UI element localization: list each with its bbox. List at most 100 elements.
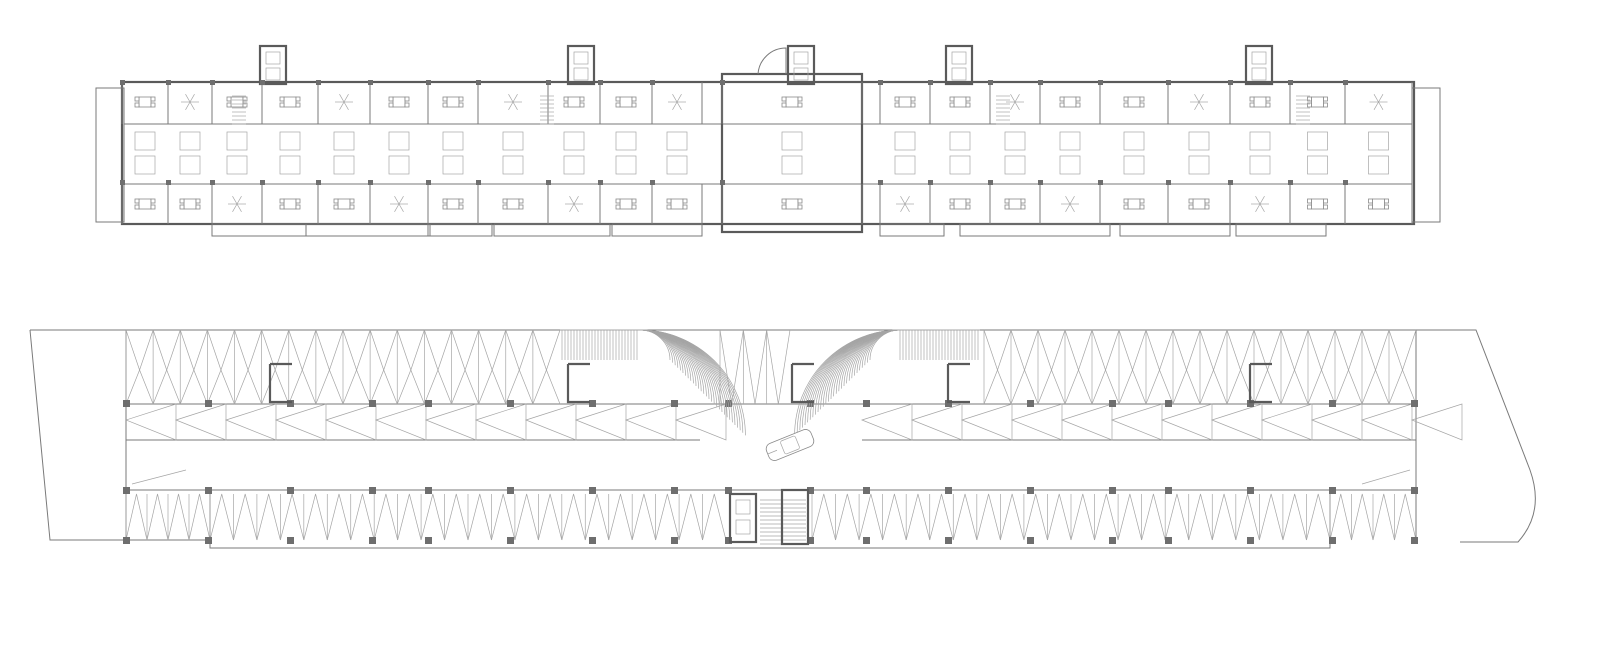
kitchen xyxy=(279,155,301,175)
bay-mark xyxy=(1141,493,1166,541)
parking-column xyxy=(1247,400,1254,407)
bay-mark xyxy=(1361,369,1390,405)
parking-column xyxy=(507,537,514,544)
structural-column xyxy=(120,80,125,85)
bay-mark xyxy=(478,369,507,405)
bay-mark xyxy=(1010,403,1063,441)
bay-mark xyxy=(1280,329,1309,372)
bay-mark xyxy=(766,329,791,405)
bay-mark xyxy=(1307,329,1336,372)
ramp-hatch-west xyxy=(560,329,744,433)
kitchen xyxy=(1059,155,1081,175)
stair-core xyxy=(790,362,814,404)
bay-mark xyxy=(1064,369,1093,405)
structural-column xyxy=(1098,80,1103,85)
dining-table-icon xyxy=(894,96,916,108)
dining-table-icon xyxy=(226,96,248,108)
parking-column xyxy=(1411,400,1418,407)
bay-mark xyxy=(1118,369,1147,405)
bay-mark xyxy=(524,403,577,441)
bay-mark xyxy=(224,403,277,441)
bathroom xyxy=(1307,131,1328,151)
bay-mark xyxy=(1110,403,1163,441)
bathroom xyxy=(615,131,637,151)
structural-column xyxy=(598,180,603,185)
ramp-hatch-west xyxy=(560,329,671,361)
parking-column xyxy=(1027,537,1034,544)
bay-mark xyxy=(835,493,860,541)
bay-mark xyxy=(1091,369,1120,405)
parking-column xyxy=(287,400,294,407)
structural-column xyxy=(1343,80,1348,85)
parking-column xyxy=(123,487,130,494)
ramp-hatch-east xyxy=(799,329,980,431)
lift-car xyxy=(573,51,589,65)
stair-icon xyxy=(996,95,1010,125)
bay-mark xyxy=(188,493,211,541)
structural-column xyxy=(166,80,171,85)
kitchen xyxy=(615,155,637,175)
ramp-hatch-west xyxy=(560,329,731,420)
parking-column xyxy=(369,487,376,494)
structural-column xyxy=(928,180,933,185)
bay-mark xyxy=(1334,369,1363,405)
dining-table-icon xyxy=(615,96,637,108)
parking-column xyxy=(369,400,376,407)
parking-column xyxy=(1329,400,1336,407)
bay-mark xyxy=(207,329,235,372)
structural-column xyxy=(260,80,265,85)
bay-mark xyxy=(1037,329,1066,372)
bathroom xyxy=(949,131,971,151)
kitchen xyxy=(563,155,585,175)
lift-car xyxy=(951,51,967,65)
dining-table-icon xyxy=(1188,198,1210,210)
kitchen xyxy=(781,155,803,175)
stair-core xyxy=(268,362,292,404)
bay-mark xyxy=(125,329,154,372)
bay-mark xyxy=(342,329,371,372)
structural-column xyxy=(1228,80,1233,85)
plant-icon xyxy=(1006,94,1024,110)
bay-mark xyxy=(1307,369,1336,405)
dining-table-icon xyxy=(1307,198,1328,210)
kitchen xyxy=(226,155,248,175)
bay-mark xyxy=(207,369,235,405)
parking-column xyxy=(1329,487,1336,494)
bay-mark xyxy=(179,369,208,405)
bay-mark xyxy=(234,329,262,372)
bay-mark xyxy=(274,403,327,441)
structural-column xyxy=(210,80,215,85)
lift-core xyxy=(786,44,816,86)
lift-cores xyxy=(258,44,1274,86)
parking-column xyxy=(671,487,678,494)
dining-table-icon xyxy=(179,198,201,210)
bay-mark xyxy=(315,369,344,405)
bay-mark xyxy=(1064,329,1093,372)
stair-core xyxy=(1248,362,1272,404)
bay-mark xyxy=(303,493,328,541)
plant-icon xyxy=(565,196,583,212)
dining-table-icon xyxy=(781,96,803,108)
dining-table-icon xyxy=(949,96,971,108)
kitchen xyxy=(1368,155,1389,175)
residential-outline xyxy=(120,80,1416,226)
dining-table-icon xyxy=(781,198,803,210)
bay-mark xyxy=(1211,493,1237,541)
bay-mark xyxy=(131,469,187,485)
bathroom xyxy=(226,131,248,151)
ramp-hatch-east xyxy=(794,329,980,436)
parking-column xyxy=(589,487,596,494)
bay-mark xyxy=(702,493,727,541)
bay-mark xyxy=(1310,403,1363,441)
parking-column xyxy=(1329,537,1336,544)
balcony xyxy=(1235,223,1327,237)
structural-column xyxy=(368,80,373,85)
structural-column xyxy=(1228,180,1233,185)
bay-mark xyxy=(315,329,344,372)
bay-mark xyxy=(261,369,290,405)
kitchen xyxy=(666,155,688,175)
bay-mark xyxy=(209,493,234,541)
balcony xyxy=(611,223,703,237)
lift-car xyxy=(265,51,281,65)
bay-mark xyxy=(1160,403,1213,441)
